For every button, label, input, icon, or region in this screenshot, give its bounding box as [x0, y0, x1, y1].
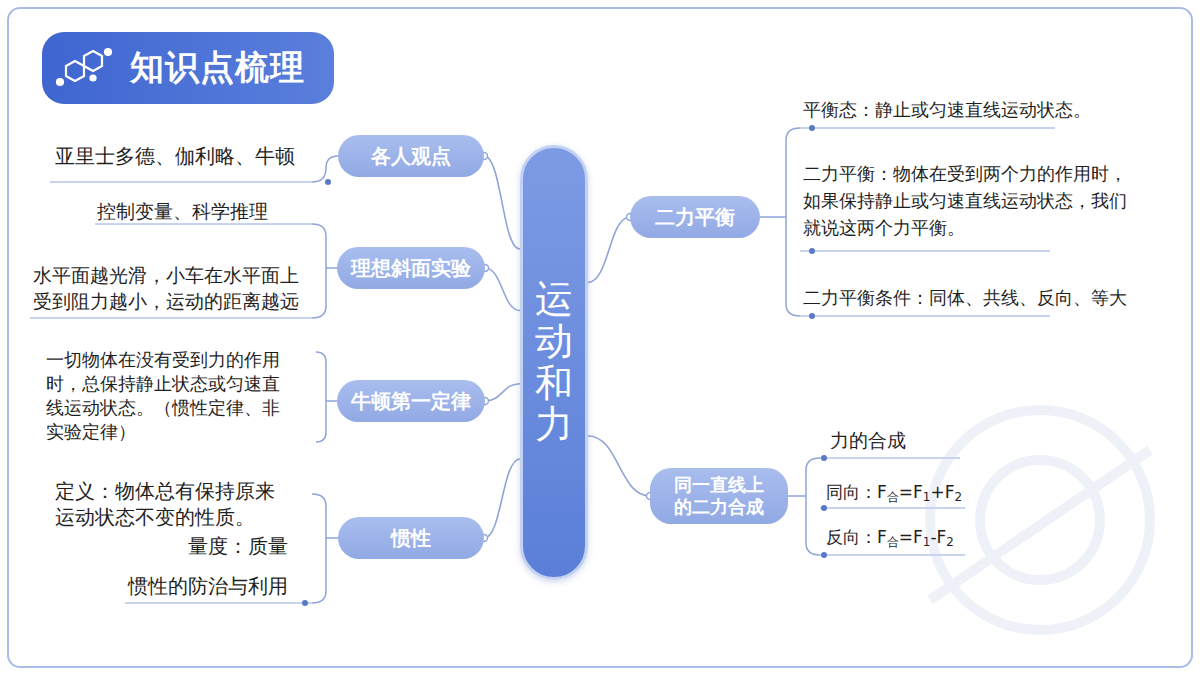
branch-note: 同向：F合=F1+F2 [826, 481, 962, 509]
branch-note: 二力平衡条件：同体、共线、反向、等大 [803, 286, 1127, 310]
branch-text: 牛顿第一定律 [351, 390, 471, 413]
branch-note: 力的合成 [830, 427, 906, 453]
branch-pill: 同一直线上 的二力合成 [650, 468, 788, 524]
text-run: 二力平衡条件：同体、共线、反向、等大 [803, 287, 1127, 308]
text-run: 惯性的防治与利用 [128, 574, 288, 598]
text-run: 反向：F [826, 527, 887, 547]
subscript: 合 [887, 535, 899, 549]
branch-connector [588, 436, 650, 496]
page-frame [8, 8, 1192, 667]
title-text: 知识点梳理 [130, 45, 305, 91]
branch-pill: 理想斜面实验 [337, 247, 485, 289]
title-badge: 知识点梳理 [42, 32, 334, 104]
text-run: 亚里士多德、伽利略、牛顿 [55, 144, 295, 168]
branch-note: 惯性的防治与利用 [128, 573, 288, 600]
branch-connector [485, 384, 520, 401]
subscript: 2 [946, 535, 954, 549]
text-run: +F [930, 482, 954, 502]
subscript: 合 [887, 490, 899, 504]
text-run: -F [930, 527, 946, 547]
faint-dish-decoration [930, 410, 1150, 630]
branch-connector [484, 459, 520, 538]
text-run: 定义：物体总有保持原来 运动状态不变的性质。 [55, 479, 275, 529]
text-run: =F [899, 527, 923, 547]
branch-note: 一切物体在没有受到力的作用 时，总保持静止状态或匀速直 线运动状态。（惯性定律、… [46, 348, 290, 444]
branch-note: 亚里士多德、伽利略、牛顿 [55, 143, 295, 170]
subscript: 1 [923, 535, 931, 549]
text-run: 同向：F [826, 482, 887, 502]
subscript: 1 [923, 490, 931, 504]
branch-connector [485, 268, 520, 311]
text-run: 平衡态：静止或匀速直线运动状态。 [803, 99, 1091, 120]
central-topic: 运动和力 [520, 145, 588, 580]
text-run: =F [899, 482, 923, 502]
branch-note: 控制变量、科学推理 [97, 198, 268, 224]
text-run: 水平面越光滑，小车在水平面上 受到阻力越小，运动的距离越远 [33, 264, 299, 312]
subscript: 2 [954, 490, 962, 504]
branch-text: 二力平衡 [655, 206, 735, 229]
underline-dots [302, 125, 827, 606]
branch-text: 惯性 [391, 527, 431, 550]
branch-pill: 惯性 [338, 517, 484, 559]
topic-text: 运动和力 [535, 279, 573, 446]
branch-pill: 各人观点 [338, 135, 484, 177]
text-run: 力的合成 [830, 429, 906, 451]
text-run: 量度：质量 [188, 534, 288, 558]
branch-text: 同一直线上 的二力合成 [669, 474, 769, 518]
branch-pill: 牛顿第一定律 [337, 380, 485, 422]
branch-text: 理想斜面实验 [351, 257, 471, 280]
branch-text: 各人观点 [371, 145, 451, 168]
molecule-icon [57, 49, 111, 85]
text-run: 一切物体在没有受到力的作用 时，总保持静止状态或匀速直 线运动状态。（惯性定律、… [46, 349, 280, 442]
branch-note: 反向：F合=F1-F2 [826, 526, 954, 554]
branch-note: 量度：质量 [188, 533, 288, 560]
branch-pill: 二力平衡 [630, 196, 760, 238]
branch-note: 定义：物体总有保持原来 运动状态不变的性质。 [55, 478, 283, 530]
branch-connector [484, 156, 520, 249]
text-run: 控制变量、科学推理 [97, 200, 268, 222]
bracket-lines [312, 128, 820, 603]
branch-note: 平衡态：静止或匀速直线运动状态。 [803, 98, 1091, 122]
branch-connector [588, 217, 630, 282]
branch-note: 二力平衡：物体在受到两个力的作用时， 如果保持静止或匀速直线运动状态，我们 就说… [803, 160, 1133, 241]
branch-note: 水平面越光滑，小车在水平面上 受到阻力越小，运动的距离越远 [33, 262, 305, 314]
text-run: 二力平衡：物体在受到两个力的作用时， 如果保持静止或匀速直线运动状态，我们 就说… [803, 163, 1127, 238]
